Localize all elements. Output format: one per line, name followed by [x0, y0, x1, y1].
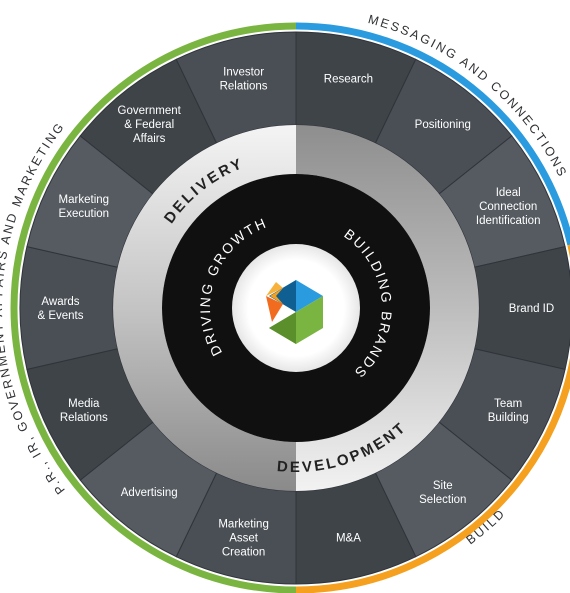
segment-label-0: Research	[324, 73, 373, 85]
segment-label-line: Building	[488, 412, 529, 424]
segment-label-line: Investor	[223, 66, 264, 78]
segment-label-10: Awards & Events	[37, 296, 83, 322]
segment-10	[19, 245, 119, 371]
segment-label-line: Marketing	[218, 519, 269, 531]
segment-label-line: Awards	[41, 296, 79, 308]
segment-label-line: Media	[68, 398, 100, 410]
segment-label-line: Brand ID	[509, 303, 554, 315]
segment-label-line: & Federal	[124, 119, 174, 131]
segment-label-line: Execution	[59, 208, 110, 220]
segment-label-1: Positioning	[415, 119, 471, 131]
segment-label-line: M&A	[336, 533, 361, 545]
segment-label-line: Selection	[419, 494, 466, 506]
segment-label-line: Identification	[476, 215, 541, 227]
segment-label-line: Affairs	[133, 133, 166, 145]
orange-accent-arc	[295, 244, 570, 593]
segment-label-line: Site	[433, 480, 453, 492]
segment-label-line: Advertising	[121, 487, 178, 499]
segment-label-line: Government	[118, 105, 182, 117]
segment-label-line: Asset	[229, 533, 259, 545]
segment-label-8: Advertising	[121, 487, 178, 499]
development-ring	[296, 125, 479, 491]
segment-label-line: & Events	[37, 310, 83, 322]
blue-accent-arc	[295, 22, 570, 246]
segment-label-line: Creation	[222, 547, 265, 559]
segment-label-line: Positioning	[415, 119, 471, 131]
green-accent-arc	[10, 22, 297, 593]
hexagon-logo-icon	[266, 280, 323, 344]
segment-label-line: Team	[494, 398, 522, 410]
segment-label-6: M&A	[336, 533, 361, 545]
segment-label-line: Relations	[220, 80, 268, 92]
delivery-ring	[113, 125, 296, 491]
segment-label-line: Connection	[479, 201, 537, 213]
segment-label-line: Relations	[60, 412, 108, 424]
segment-label-line: Research	[324, 73, 373, 85]
segment-label-3: Brand ID	[509, 303, 554, 315]
segment-label-line: Marketing	[59, 194, 110, 206]
segment-label-line: Ideal	[496, 187, 521, 199]
